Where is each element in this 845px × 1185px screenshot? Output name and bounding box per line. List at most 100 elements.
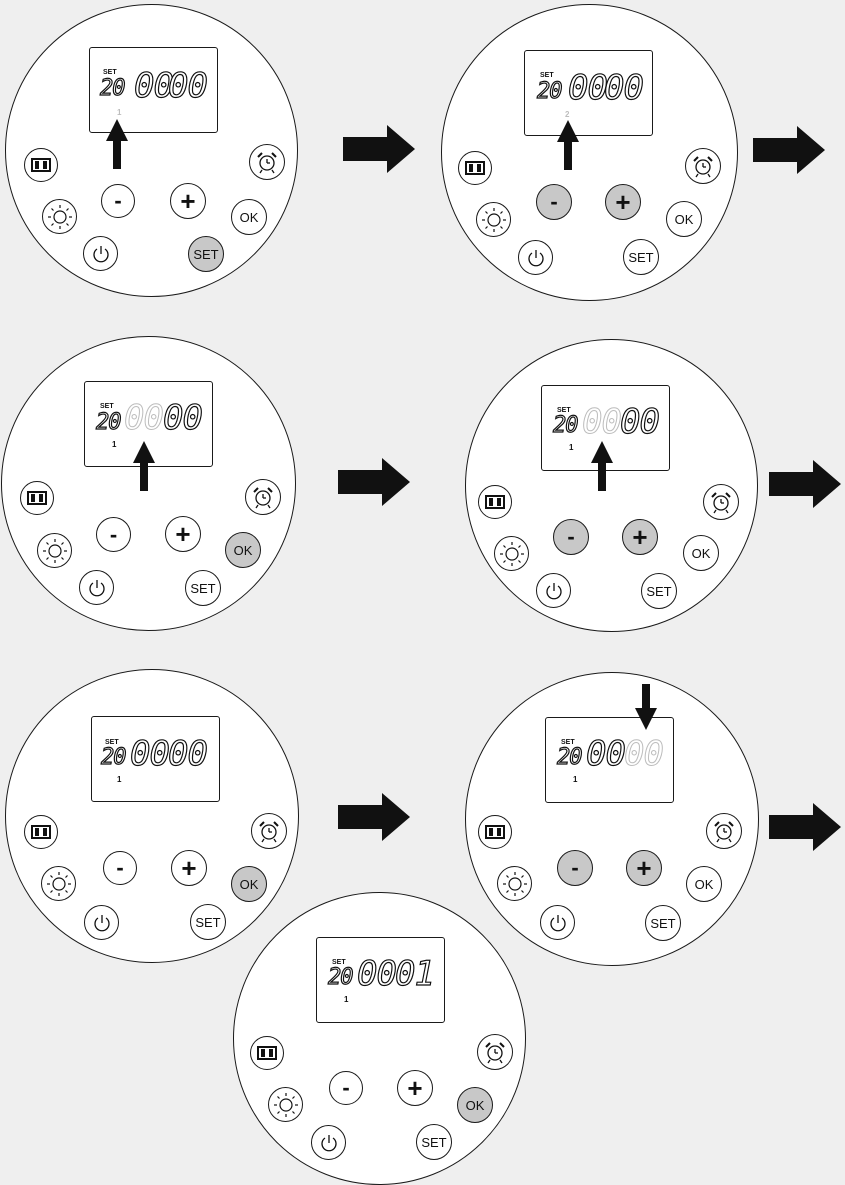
arrow-up-icon bbox=[591, 441, 613, 491]
sun-icon bbox=[42, 538, 67, 563]
sun-icon bbox=[499, 541, 524, 566]
power-icon bbox=[88, 579, 105, 596]
lcd-minutes: 00 bbox=[603, 67, 644, 108]
lcd-sub-index: 1 bbox=[344, 995, 349, 1004]
program-button[interactable] bbox=[478, 815, 512, 849]
sun-icon bbox=[502, 871, 527, 896]
power-icon bbox=[527, 249, 544, 266]
lcd-set-label: SET bbox=[105, 739, 119, 746]
lcd-sub-index: 1 bbox=[117, 108, 122, 117]
plus-button[interactable]: + bbox=[605, 184, 641, 220]
sun-button[interactable] bbox=[476, 202, 511, 237]
lcd-day: 20 bbox=[100, 744, 127, 770]
program-button[interactable] bbox=[20, 481, 54, 515]
power-button[interactable] bbox=[536, 573, 571, 608]
sun-button[interactable] bbox=[42, 199, 77, 234]
lcd-day: 20 bbox=[327, 964, 354, 990]
lcd-minutes: 00 bbox=[619, 401, 660, 442]
ok-button[interactable]: OK bbox=[457, 1087, 493, 1123]
arrow-right-icon bbox=[343, 125, 415, 173]
lcd-display-step-2 bbox=[524, 50, 653, 136]
set-button[interactable]: SET bbox=[188, 236, 224, 272]
ok-button[interactable]: OK bbox=[225, 532, 261, 568]
lcd-sub-index: 1 bbox=[112, 440, 117, 449]
minus-button[interactable]: - bbox=[96, 517, 131, 552]
minus-button[interactable]: - bbox=[103, 851, 137, 885]
sun-button[interactable] bbox=[494, 536, 529, 571]
alarm-button[interactable] bbox=[251, 813, 287, 849]
lcd-hours: 00 bbox=[129, 733, 170, 774]
lcd-day: 20 bbox=[95, 409, 122, 435]
power-button[interactable] bbox=[518, 240, 553, 275]
sun-button[interactable] bbox=[37, 533, 72, 568]
program-button[interactable] bbox=[24, 148, 58, 182]
plus-button[interactable]: + bbox=[171, 850, 207, 886]
arrow-down-icon bbox=[635, 684, 657, 730]
plus-button[interactable]: + bbox=[626, 850, 662, 886]
plus-button[interactable]: + bbox=[397, 1070, 433, 1106]
set-button[interactable]: SET bbox=[416, 1124, 452, 1160]
sun-button[interactable] bbox=[268, 1087, 303, 1122]
sun-icon bbox=[273, 1092, 298, 1117]
lcd-set-label: SET bbox=[103, 69, 117, 76]
set-button[interactable]: SET bbox=[641, 573, 677, 609]
ok-button[interactable]: OK bbox=[686, 866, 722, 902]
ok-button[interactable]: OK bbox=[231, 866, 267, 902]
program-button[interactable] bbox=[478, 485, 512, 519]
lcd-day: 20 bbox=[99, 75, 126, 101]
alarm-clock-icon bbox=[257, 152, 277, 174]
lcd-hours: 00 bbox=[585, 733, 626, 774]
set-button[interactable]: SET bbox=[185, 570, 221, 606]
minus-button[interactable]: - bbox=[536, 184, 572, 220]
sun-button[interactable] bbox=[41, 866, 76, 901]
arrow-right-icon bbox=[753, 126, 825, 174]
power-button[interactable] bbox=[83, 236, 118, 271]
sun-icon bbox=[47, 204, 72, 229]
lcd-set-label: SET bbox=[100, 403, 114, 410]
program-button[interactable] bbox=[24, 815, 58, 849]
ok-button[interactable]: OK bbox=[231, 199, 267, 235]
set-button[interactable]: SET bbox=[623, 239, 659, 275]
plus-button[interactable]: + bbox=[170, 183, 206, 219]
set-button[interactable]: SET bbox=[645, 905, 681, 941]
alarm-button[interactable] bbox=[685, 148, 721, 184]
alarm-button[interactable] bbox=[249, 144, 285, 180]
lcd-hours: 00 bbox=[124, 398, 165, 439]
lcd-day: 20 bbox=[552, 412, 579, 438]
sun-icon bbox=[481, 207, 506, 232]
alarm-button[interactable] bbox=[706, 813, 742, 849]
ok-button[interactable]: OK bbox=[683, 535, 719, 571]
lcd-display-step-1 bbox=[89, 47, 218, 133]
lcd-minutes: 00 bbox=[624, 734, 665, 775]
minus-button[interactable]: - bbox=[553, 519, 589, 555]
program-button[interactable] bbox=[458, 151, 492, 185]
power-button[interactable] bbox=[540, 905, 575, 940]
alarm-button[interactable] bbox=[245, 479, 281, 515]
power-button[interactable] bbox=[84, 905, 119, 940]
power-button[interactable] bbox=[311, 1125, 346, 1160]
lcd-minutes: 00 bbox=[167, 65, 208, 106]
program-icon bbox=[31, 825, 51, 839]
minus-button[interactable]: - bbox=[557, 850, 593, 886]
sun-button[interactable] bbox=[497, 866, 532, 901]
ok-button[interactable]: OK bbox=[666, 201, 702, 237]
program-icon bbox=[31, 158, 51, 172]
alarm-clock-icon bbox=[714, 821, 734, 843]
power-button[interactable] bbox=[79, 570, 114, 605]
lcd-minutes: 00 bbox=[167, 733, 208, 774]
plus-button[interactable]: + bbox=[165, 516, 201, 552]
minus-button[interactable]: - bbox=[329, 1071, 363, 1105]
lcd-sub-index: 1 bbox=[569, 443, 574, 452]
alarm-clock-icon bbox=[711, 492, 731, 514]
lcd-display-step-7 bbox=[316, 937, 445, 1023]
plus-button[interactable]: + bbox=[622, 519, 658, 555]
lcd-hours: 00 bbox=[356, 953, 397, 994]
minus-button[interactable]: - bbox=[101, 184, 135, 218]
alarm-button[interactable] bbox=[477, 1034, 513, 1070]
alarm-button[interactable] bbox=[703, 484, 739, 520]
lcd-day: 20 bbox=[536, 78, 563, 104]
program-button[interactable] bbox=[250, 1036, 284, 1070]
alarm-clock-icon bbox=[253, 487, 273, 509]
lcd-set-label: SET bbox=[332, 959, 346, 966]
set-button[interactable]: SET bbox=[190, 904, 226, 940]
